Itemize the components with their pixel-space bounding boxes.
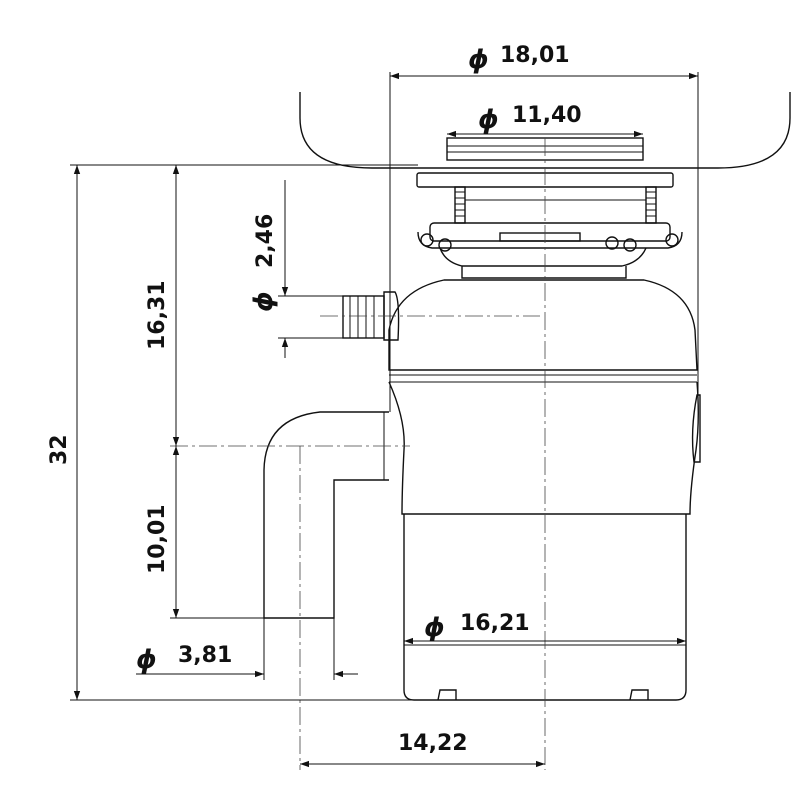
mounting-ring [417,222,683,267]
outlet-diameter-symbol: ϕ [136,645,157,675]
upper-height-label: 16,31 [145,280,170,350]
body-diameter-label: 16,21 [460,611,530,636]
dishwasher-inlet [342,291,400,341]
opening-diameter-label: 11,40 [512,103,582,128]
inlet-diameter-symbol: ϕ [249,291,279,312]
disposer-body [388,279,698,371]
outlet-diameter-label: 3,81 [178,643,232,668]
flange-diameter-symbol: ϕ [468,45,489,75]
unit-neck [461,266,627,279]
outlet-elbow [263,411,389,619]
inlet-diameter-label: 2,46 [253,214,278,268]
total-height-label: 32 [47,434,72,465]
lower-height-label: 10,01 [145,504,170,574]
opening-diameter-symbol: ϕ [478,105,499,135]
flange-diameter-label: 18,01 [500,43,570,68]
body-diameter-symbol: ϕ [424,613,445,643]
offset-label: 14,22 [398,731,468,756]
